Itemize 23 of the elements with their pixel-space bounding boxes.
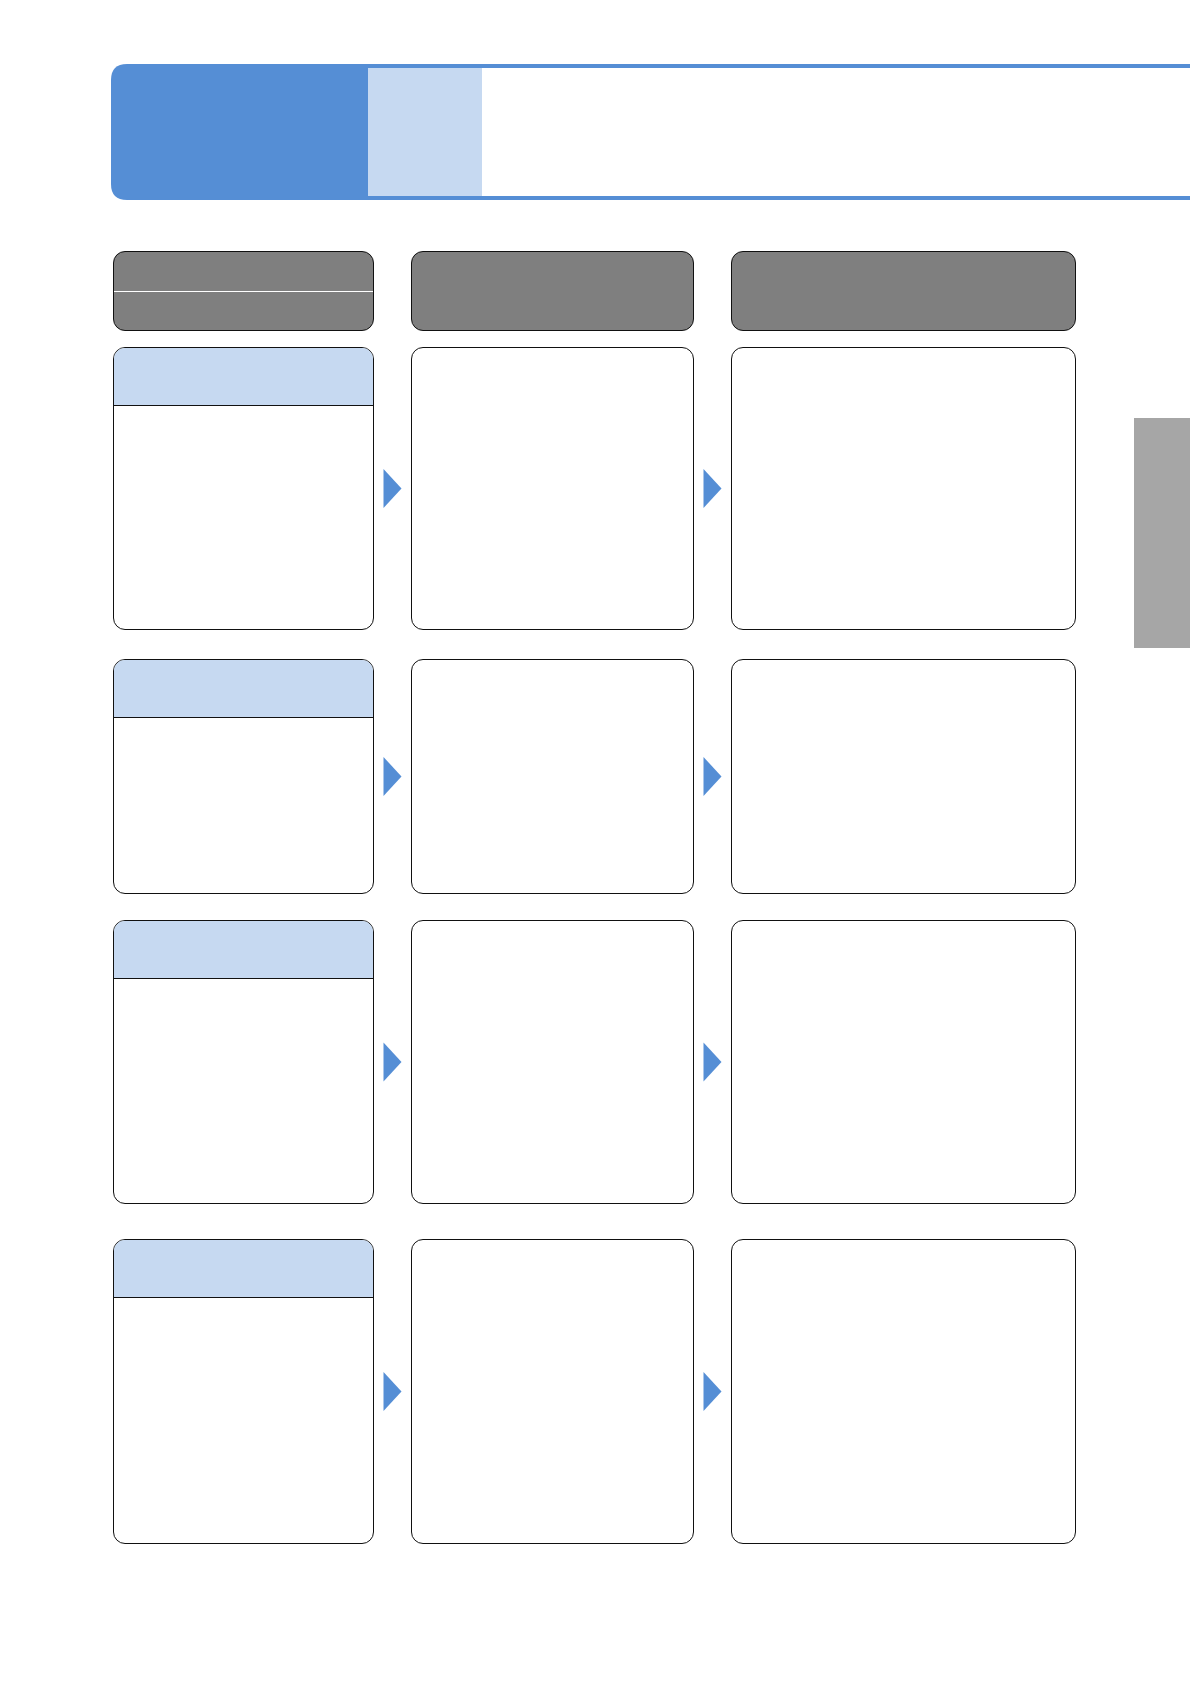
arrow bbox=[383, 757, 402, 796]
content-card bbox=[113, 1239, 374, 1544]
content-card bbox=[411, 347, 694, 630]
column-header bbox=[411, 251, 694, 331]
arrow bbox=[383, 469, 402, 508]
content-card bbox=[113, 920, 374, 1204]
arrow bbox=[383, 1372, 402, 1411]
content-card bbox=[411, 1239, 694, 1544]
arrow bbox=[703, 757, 722, 796]
content-card bbox=[731, 659, 1076, 894]
content-card bbox=[731, 920, 1076, 1204]
content-card bbox=[731, 347, 1076, 630]
content-card bbox=[411, 659, 694, 894]
arrow bbox=[703, 1372, 722, 1411]
column-header bbox=[731, 251, 1076, 331]
arrow bbox=[383, 1042, 402, 1082]
content-card bbox=[411, 920, 694, 1204]
content-card bbox=[113, 347, 374, 630]
content-card bbox=[113, 659, 374, 894]
content-card bbox=[731, 1239, 1076, 1544]
arrow bbox=[703, 1042, 722, 1082]
column-header bbox=[113, 251, 374, 331]
arrow bbox=[703, 469, 722, 508]
